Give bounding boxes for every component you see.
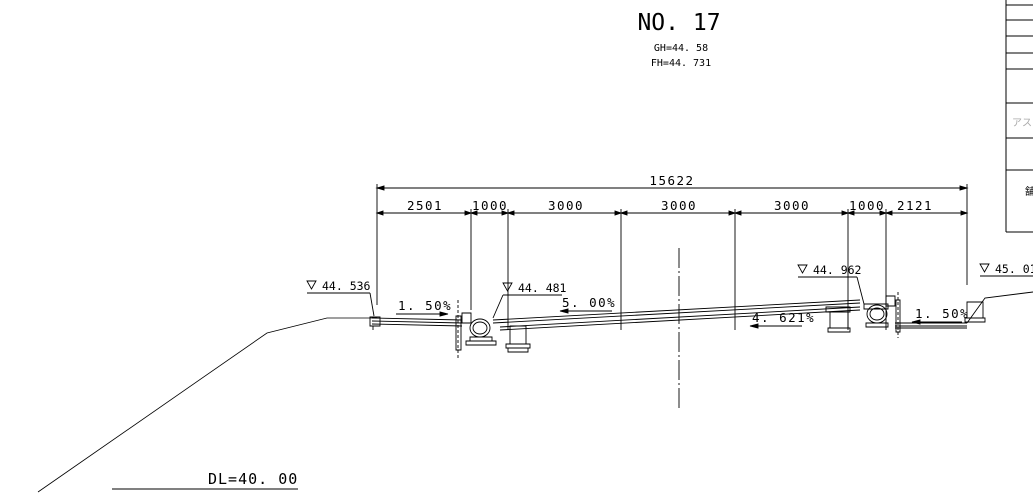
dim-seg-5: 3000 <box>774 198 810 213</box>
formation-height: FH=44. 731 <box>651 58 711 69</box>
dim-seg-2: 1000 <box>472 198 508 213</box>
left-drain-assembly <box>456 300 530 360</box>
ground-line <box>38 318 377 492</box>
table-label-pavement: 舗 <box>1025 185 1033 198</box>
right-drain-assembly <box>826 292 900 338</box>
elev-right-edge: 45. 011 <box>995 262 1033 276</box>
slope-right-carriageway: 4. 621% <box>752 310 815 325</box>
dim-seg-7: 2121 <box>897 198 933 213</box>
left-edge-block <box>370 317 380 330</box>
section-title: NO. 17 <box>637 10 720 36</box>
road-surface <box>372 292 1033 330</box>
datum-label: DL=40. 00 <box>208 470 298 488</box>
slope-left-carriageway: 5. 00% <box>562 295 616 310</box>
slope-right-sidewalk: 1. 50% <box>915 306 969 321</box>
elev-left-edge: 44. 536 <box>322 279 371 293</box>
info-table <box>1006 0 1033 232</box>
dim-seg-6: 1000 <box>849 198 885 213</box>
elevation-markers <box>307 264 1033 318</box>
slope-left-sidewalk: 1. 50% <box>398 298 452 313</box>
elev-right-gutter: 44. 962 <box>813 263 861 277</box>
right-edge-block <box>965 302 985 322</box>
dim-seg-4: 3000 <box>661 198 697 213</box>
dim-seg-3: 3000 <box>548 198 584 213</box>
elev-left-gutter: 44. 481 <box>518 281 567 295</box>
slope-arrows <box>396 309 962 328</box>
dim-total: 15622 <box>649 173 694 188</box>
ground-height: GH=44. 58 <box>654 43 708 54</box>
dim-seg-1: 2501 <box>407 198 443 213</box>
table-label-asphalt: アス <box>1012 118 1032 129</box>
